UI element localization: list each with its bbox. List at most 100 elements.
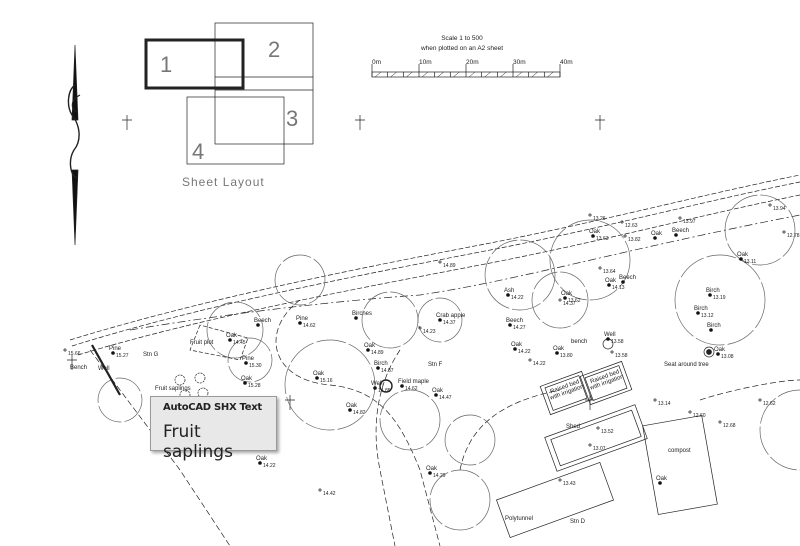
bench-mid-label: bench — [571, 339, 587, 345]
tree-name: Beech — [506, 318, 523, 324]
sheet-4-number: 4 — [192, 139, 204, 164]
spot-level: 13.82 — [628, 237, 641, 243]
tree-name: Oak — [561, 291, 573, 297]
tree-marker-icon — [653, 236, 657, 240]
scale-hatch — [515, 71, 523, 78]
tree-name: Oak — [589, 229, 601, 235]
spot-level-cross-icon — [588, 443, 592, 447]
tree-name: Ash — [504, 288, 514, 294]
tree-marker-icon — [709, 328, 713, 332]
tree-level: 14.29 — [433, 473, 446, 479]
shed-label: Shed — [566, 424, 580, 430]
spot-level-cross-icon — [558, 298, 562, 302]
compost-label: compost — [668, 448, 691, 454]
tree-name: Oak — [605, 278, 617, 284]
tree-marker-icon — [366, 348, 370, 352]
spot-level: 14.42 — [323, 491, 336, 497]
fruit-saplings-label[interactable]: Fruit saplings — [155, 386, 191, 392]
tree-name: Oak — [714, 347, 726, 353]
scale-tick-label: 0m — [372, 59, 381, 66]
tree-marker-icon — [243, 381, 247, 385]
tree-name: Oak — [241, 376, 253, 382]
stn-f-label: Stn F — [428, 362, 443, 368]
fruit-plot-label: Fruit plot — [190, 340, 214, 346]
tree-marker-icon — [606, 337, 610, 341]
grid-crosshair-icon — [595, 115, 605, 130]
tree-marker-icon — [508, 323, 512, 327]
tree-name: Oak — [313, 371, 325, 377]
tree-name: Birches — [352, 311, 372, 317]
tree-name: Well — [604, 332, 616, 338]
tree-marker-icon — [258, 461, 262, 465]
tree-marker-icon — [400, 384, 404, 388]
spot-levels: 15.6614.8913.9713.8213.9413.5813.2612.78… — [63, 203, 800, 497]
spot-level: 12.78 — [787, 233, 800, 239]
grid-crosshair-icon — [122, 115, 132, 130]
tree-canopy — [417, 297, 463, 343]
spot-level: 13.43 — [563, 481, 576, 487]
grid-crosshair-icon — [67, 355, 77, 370]
tree-canopy — [429, 469, 491, 531]
tree-marker-icon — [674, 233, 678, 237]
scale-hatch — [531, 71, 538, 78]
spot-level-cross-icon — [623, 234, 627, 238]
spot-level: 12.63 — [625, 223, 638, 229]
tree-level: 15.16 — [320, 378, 333, 384]
grid-crosshair-icon — [355, 115, 365, 130]
tree-marker-icon — [376, 366, 380, 370]
tree-canopy — [674, 254, 766, 346]
scale-bar: Scale 1 to 500 when plotted on an A2 she… — [371, 35, 573, 78]
scale-subtitle: when plotted on an A2 sheet — [420, 45, 503, 52]
grid-markers — [67, 115, 605, 410]
tree-name: Oak — [346, 403, 358, 409]
spot-level: 14.37 — [563, 301, 576, 307]
tree-canopy — [444, 414, 496, 466]
tree-canopy — [724, 194, 796, 266]
tree-level: 15.27 — [116, 353, 129, 359]
spot-level-cross-icon — [620, 220, 624, 224]
tree-canopy — [531, 271, 589, 329]
tree-marker-icon — [438, 318, 442, 322]
tree-name: Oak — [553, 346, 565, 352]
tree-canopy — [97, 377, 143, 423]
tree-marker-icon — [298, 321, 302, 325]
tree-marker-icon — [607, 283, 611, 287]
well-left-label: Well — [98, 366, 110, 372]
scale-hatch — [437, 71, 444, 78]
tree-marker-icon — [428, 471, 432, 475]
tree-name: Oak — [737, 252, 749, 258]
tree-level: 14.37 — [443, 320, 456, 326]
tree-name: Oak — [256, 456, 268, 462]
tree-level: 13.11 — [744, 259, 756, 265]
spot-level-cross-icon — [528, 358, 532, 362]
sheet-2-frame — [214, 22, 314, 145]
tree-level: 14.13 — [612, 285, 625, 291]
spot-level-cross-icon — [718, 420, 722, 424]
tree-name: Pine — [242, 356, 255, 362]
tree-name: Well — [371, 381, 383, 387]
tree-name: Oak — [426, 466, 438, 472]
spot-level: 12.60 — [693, 413, 706, 419]
tree-marker-icon — [228, 338, 232, 342]
tree-level: 14.82 — [353, 410, 366, 416]
tree-name: Field maple — [398, 379, 430, 385]
tree-marker-icon — [111, 351, 115, 355]
tree-canopy — [379, 389, 441, 451]
tree-name: Crab apple — [436, 313, 466, 319]
scale-hatch — [453, 71, 460, 78]
tree-level: 13.58 — [611, 339, 624, 345]
tree-level: 14.45 — [233, 340, 246, 346]
tree-canopy — [284, 339, 376, 431]
spot-level: 13.97 — [683, 219, 696, 225]
spot-level-cross-icon — [438, 260, 442, 264]
scale-hatch — [421, 71, 429, 78]
tooltip-title: AutoCAD SHX Text — [163, 402, 262, 413]
tree-marker-icon — [708, 293, 712, 297]
tree-name: Oak — [656, 476, 668, 482]
tree-level: 13.63 — [596, 236, 609, 242]
tree-name: Oak — [651, 231, 663, 237]
grid-crosshair-icon — [285, 395, 295, 410]
tree-canopy — [484, 239, 556, 311]
spot-level: 13.14 — [658, 401, 671, 407]
